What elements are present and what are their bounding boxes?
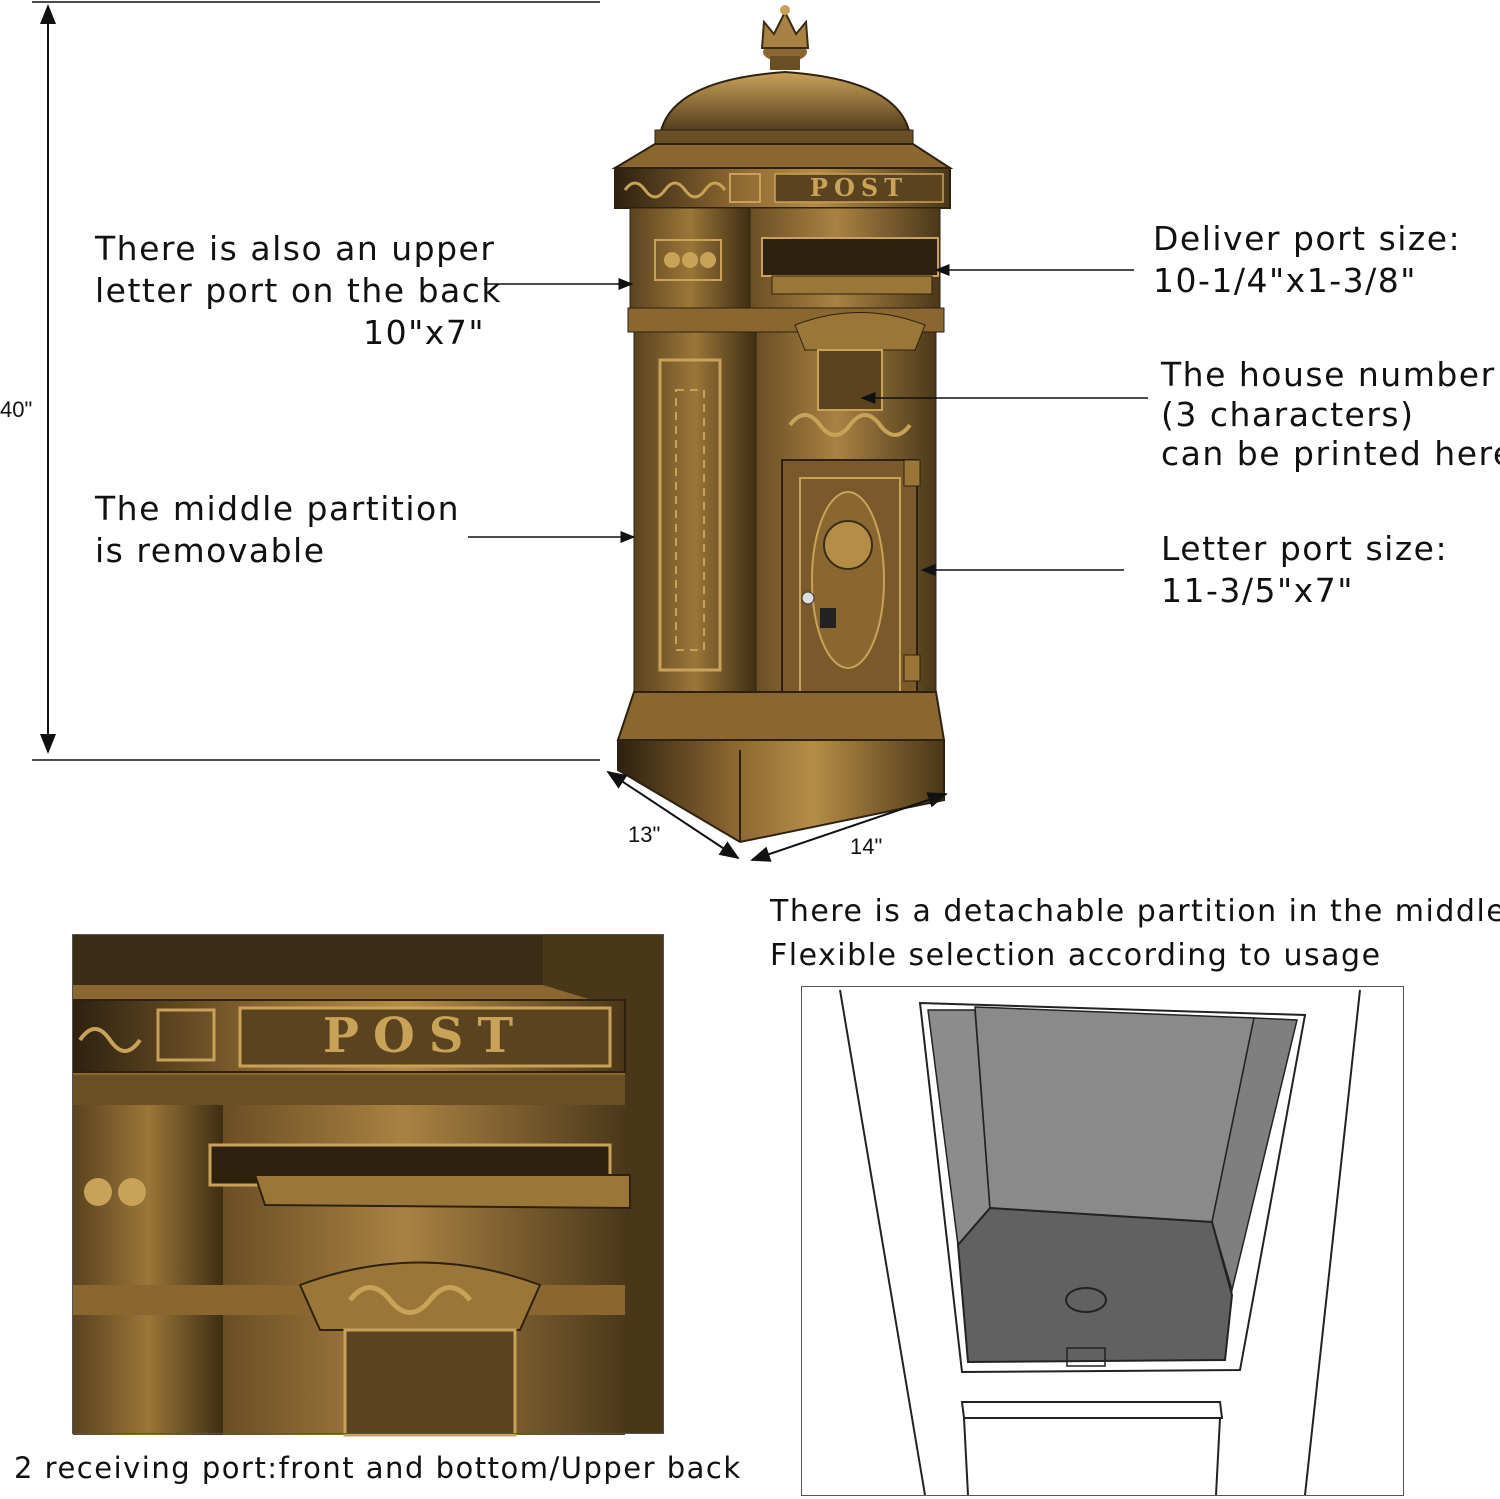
caption-line: Flexible selection according to usage bbox=[770, 937, 1382, 973]
width-dimension bbox=[750, 792, 948, 862]
diagram-frame bbox=[801, 986, 1404, 1496]
house-number-window bbox=[817, 349, 883, 411]
house-number-callout: The house number (3 characters) can be p… bbox=[1161, 355, 1500, 474]
callout-line: There is also an upper bbox=[95, 229, 496, 268]
callout-line: can be printed here bbox=[1161, 434, 1500, 474]
deliver-port-callout: Deliver port size: 10-1/4"x1-3/8" bbox=[1153, 218, 1461, 302]
callout-line: 10"x7" bbox=[363, 313, 485, 353]
crown-finial bbox=[760, 5, 810, 70]
caption-line: There is a detachable partition in the m… bbox=[770, 894, 1500, 929]
lion-head-ornament bbox=[823, 520, 873, 570]
middle-partition-callout: The middle partition is removable bbox=[95, 488, 460, 572]
deliver-slot bbox=[761, 237, 939, 277]
partition-diagram bbox=[802, 987, 1403, 1496]
callout-line: Deliver port size: bbox=[1153, 219, 1462, 258]
closeup-frame bbox=[72, 934, 664, 1434]
depth-label: 13" bbox=[628, 822, 661, 847]
height-dimension bbox=[32, 1, 600, 761]
closeup-letter-slot bbox=[253, 1174, 631, 1210]
partition-caption: There is a detachable partition in the m… bbox=[770, 890, 1500, 977]
callout-line: 10-1/4"x1-3/8" bbox=[1153, 261, 1417, 301]
mailbox-pillar: POST bbox=[611, 5, 954, 844]
padlock-icon bbox=[820, 608, 836, 628]
partition-tray bbox=[956, 1206, 1234, 1364]
depth-dimension bbox=[606, 770, 740, 860]
letter-port-callout: Letter port size: 11-3/5"x7" bbox=[1161, 528, 1448, 612]
post-emblem: POST bbox=[810, 173, 908, 202]
upper-back-callout: There is also an upper letter port on th… bbox=[95, 228, 503, 355]
width-label: 14" bbox=[850, 834, 883, 859]
closeup-post-emblem: POST bbox=[323, 1008, 527, 1064]
callout-line: The house number bbox=[1161, 355, 1496, 394]
closeup-photo: POST bbox=[72, 935, 663, 1437]
callout-line: Letter port size: bbox=[1161, 529, 1449, 568]
finger-hole bbox=[1065, 1287, 1107, 1313]
callout-line: 11-3/5"x7" bbox=[1161, 571, 1354, 611]
callout-line: (3 characters) bbox=[1161, 394, 1415, 434]
height-label: 40" bbox=[0, 397, 33, 422]
callout-line: letter port on the back bbox=[95, 271, 503, 311]
right-inner-wall bbox=[1211, 1017, 1298, 1293]
callout-line: The middle partition bbox=[95, 489, 461, 528]
callout-line: is removable bbox=[95, 531, 326, 571]
receiving-port-caption: 2 receiving port:front and bottom/Upper … bbox=[14, 1451, 742, 1485]
